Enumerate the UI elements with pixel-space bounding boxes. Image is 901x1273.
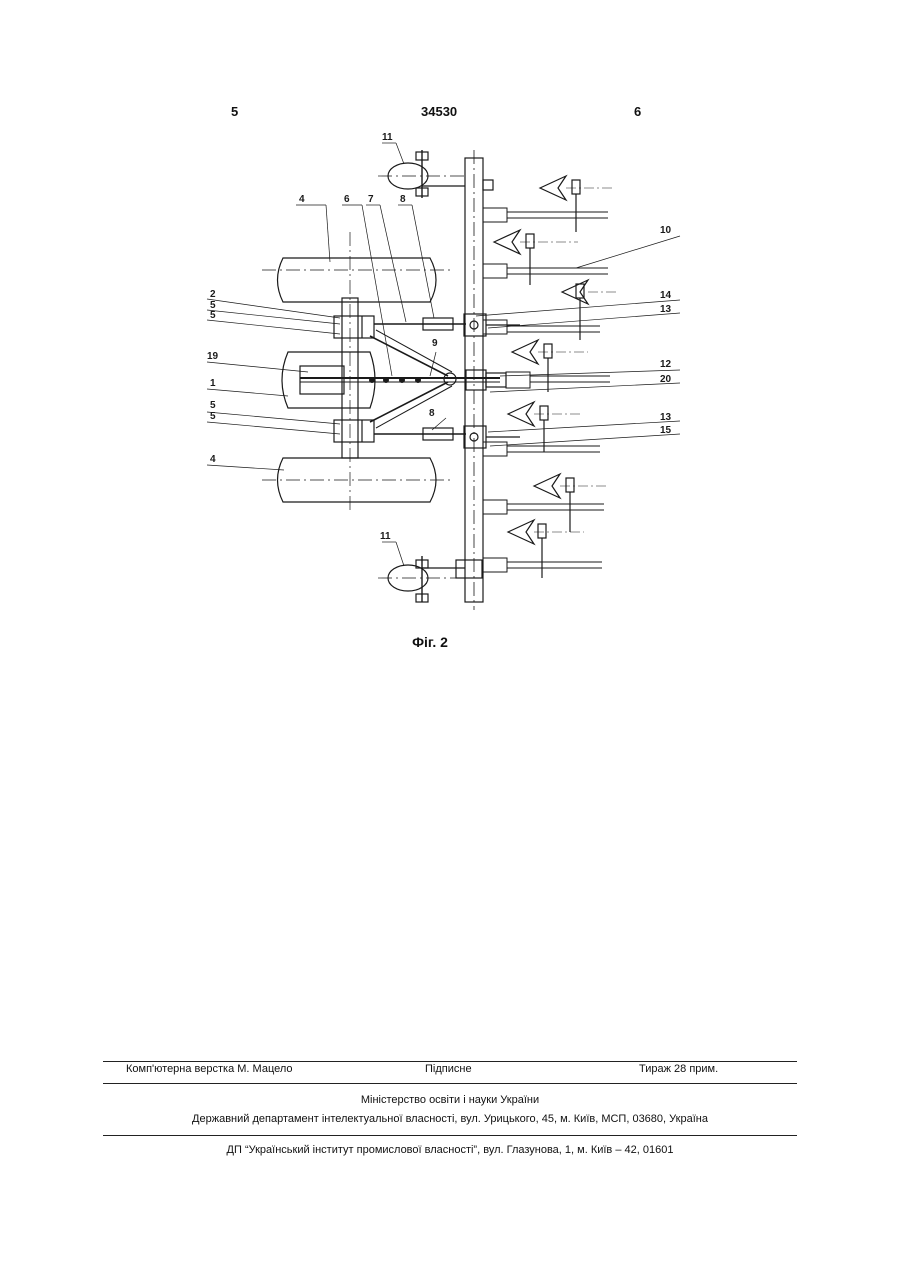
footer-ministry: Міністерство освіти і науки України bbox=[103, 1094, 797, 1106]
label-19: 19 bbox=[207, 351, 219, 362]
label-5-c: 5 bbox=[210, 400, 216, 411]
pivot-upper bbox=[464, 314, 520, 336]
label-2: 2 bbox=[210, 289, 216, 300]
label-10: 10 bbox=[660, 225, 672, 236]
label-20: 20 bbox=[660, 374, 672, 385]
footer-circulation: Тираж 28 прим. bbox=[639, 1063, 718, 1075]
tool-rows bbox=[483, 208, 610, 572]
leader-lines bbox=[207, 143, 680, 566]
footer-rule-middle bbox=[103, 1083, 797, 1084]
bracket-bottom bbox=[334, 420, 374, 442]
support-wheel-bottom bbox=[378, 556, 465, 602]
label-1: 1 bbox=[210, 378, 216, 389]
label-13-bottom: 13 bbox=[660, 412, 672, 423]
label-6: 6 bbox=[344, 194, 350, 205]
footer-rule-top bbox=[103, 1061, 797, 1062]
label-14: 14 bbox=[660, 290, 672, 301]
label-7: 7 bbox=[368, 194, 374, 205]
label-5-d: 5 bbox=[210, 411, 216, 422]
technical-drawing: 4 6 7 8 2 5 5 19 1 5 5 4 9 8 11 11 10 14… bbox=[0, 0, 901, 660]
footer-layout: Комп'ютерна верстка М. Мацело bbox=[126, 1063, 293, 1075]
label-4-top: 4 bbox=[299, 194, 305, 205]
label-11-top: 11 bbox=[382, 132, 393, 143]
footer-institute: ДП “Український інститут промислової вла… bbox=[103, 1144, 797, 1156]
figure-caption: Фіг. 2 bbox=[0, 634, 860, 650]
footer-rule-bottom bbox=[103, 1135, 797, 1136]
wheel-bottom bbox=[262, 458, 452, 502]
label-8-bottom: 8 bbox=[429, 408, 435, 419]
footer-signed: Підписне bbox=[425, 1063, 472, 1075]
label-9: 9 bbox=[432, 338, 438, 349]
label-15: 15 bbox=[660, 425, 672, 436]
label-8-top: 8 bbox=[400, 194, 406, 205]
bracket-top bbox=[334, 316, 374, 338]
frame-beam bbox=[465, 150, 483, 610]
label-4-bottom: 4 bbox=[210, 454, 216, 465]
tractor-body bbox=[282, 352, 375, 408]
label-13-top: 13 bbox=[660, 304, 672, 315]
label-5-b: 5 bbox=[210, 310, 216, 321]
blades bbox=[494, 176, 618, 578]
support-wheel-top bbox=[378, 150, 465, 198]
footer-department: Державний департамент інтелектуальної вл… bbox=[103, 1113, 797, 1125]
label-12: 12 bbox=[660, 359, 672, 370]
label-11-bottom: 11 bbox=[380, 531, 391, 542]
